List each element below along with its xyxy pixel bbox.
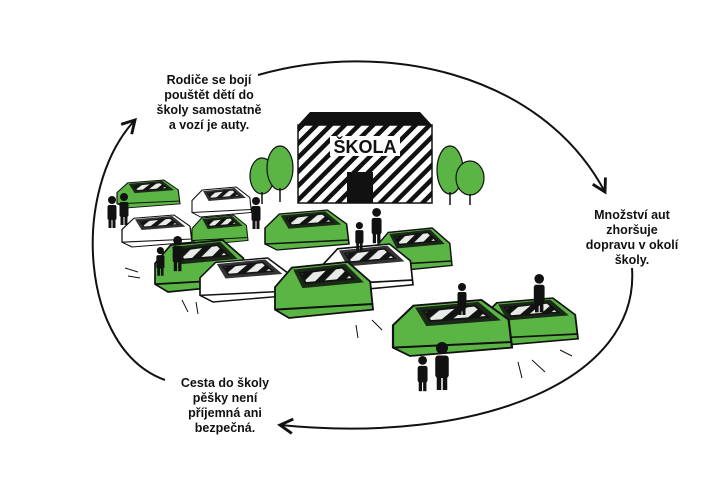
car-icon bbox=[264, 209, 350, 251]
cycle-step-parents-fear: Rodiče se bojí pouštět dětí do školy sam… bbox=[156, 73, 262, 132]
tree-icon bbox=[436, 145, 485, 205]
cycle-arrow-icon bbox=[91, 117, 166, 381]
person-icon bbox=[371, 208, 382, 244]
school-sign: ŠKOLA bbox=[334, 136, 397, 157]
cycle-step-walking-unsafe: Cesta do školy pěšky není příjemná ani b… bbox=[180, 376, 270, 435]
person-icon bbox=[417, 356, 428, 392]
cycle-arrow-icon bbox=[257, 60, 607, 195]
school-building-icon: ŠKOLA bbox=[297, 112, 433, 204]
car-icon bbox=[191, 186, 253, 218]
car-icon bbox=[391, 298, 514, 358]
person-icon bbox=[251, 197, 261, 229]
motion-lines bbox=[124, 267, 573, 379]
car-icon bbox=[274, 261, 374, 319]
cycle-arrow-icon bbox=[277, 267, 634, 435]
person-icon bbox=[107, 196, 117, 228]
tree-icon bbox=[249, 145, 294, 204]
cycle-step-traffic-worsens: Množství aut zhoršuje dopravu v okolí šk… bbox=[585, 208, 679, 267]
person-icon bbox=[119, 193, 129, 225]
person-icon bbox=[435, 342, 449, 390]
